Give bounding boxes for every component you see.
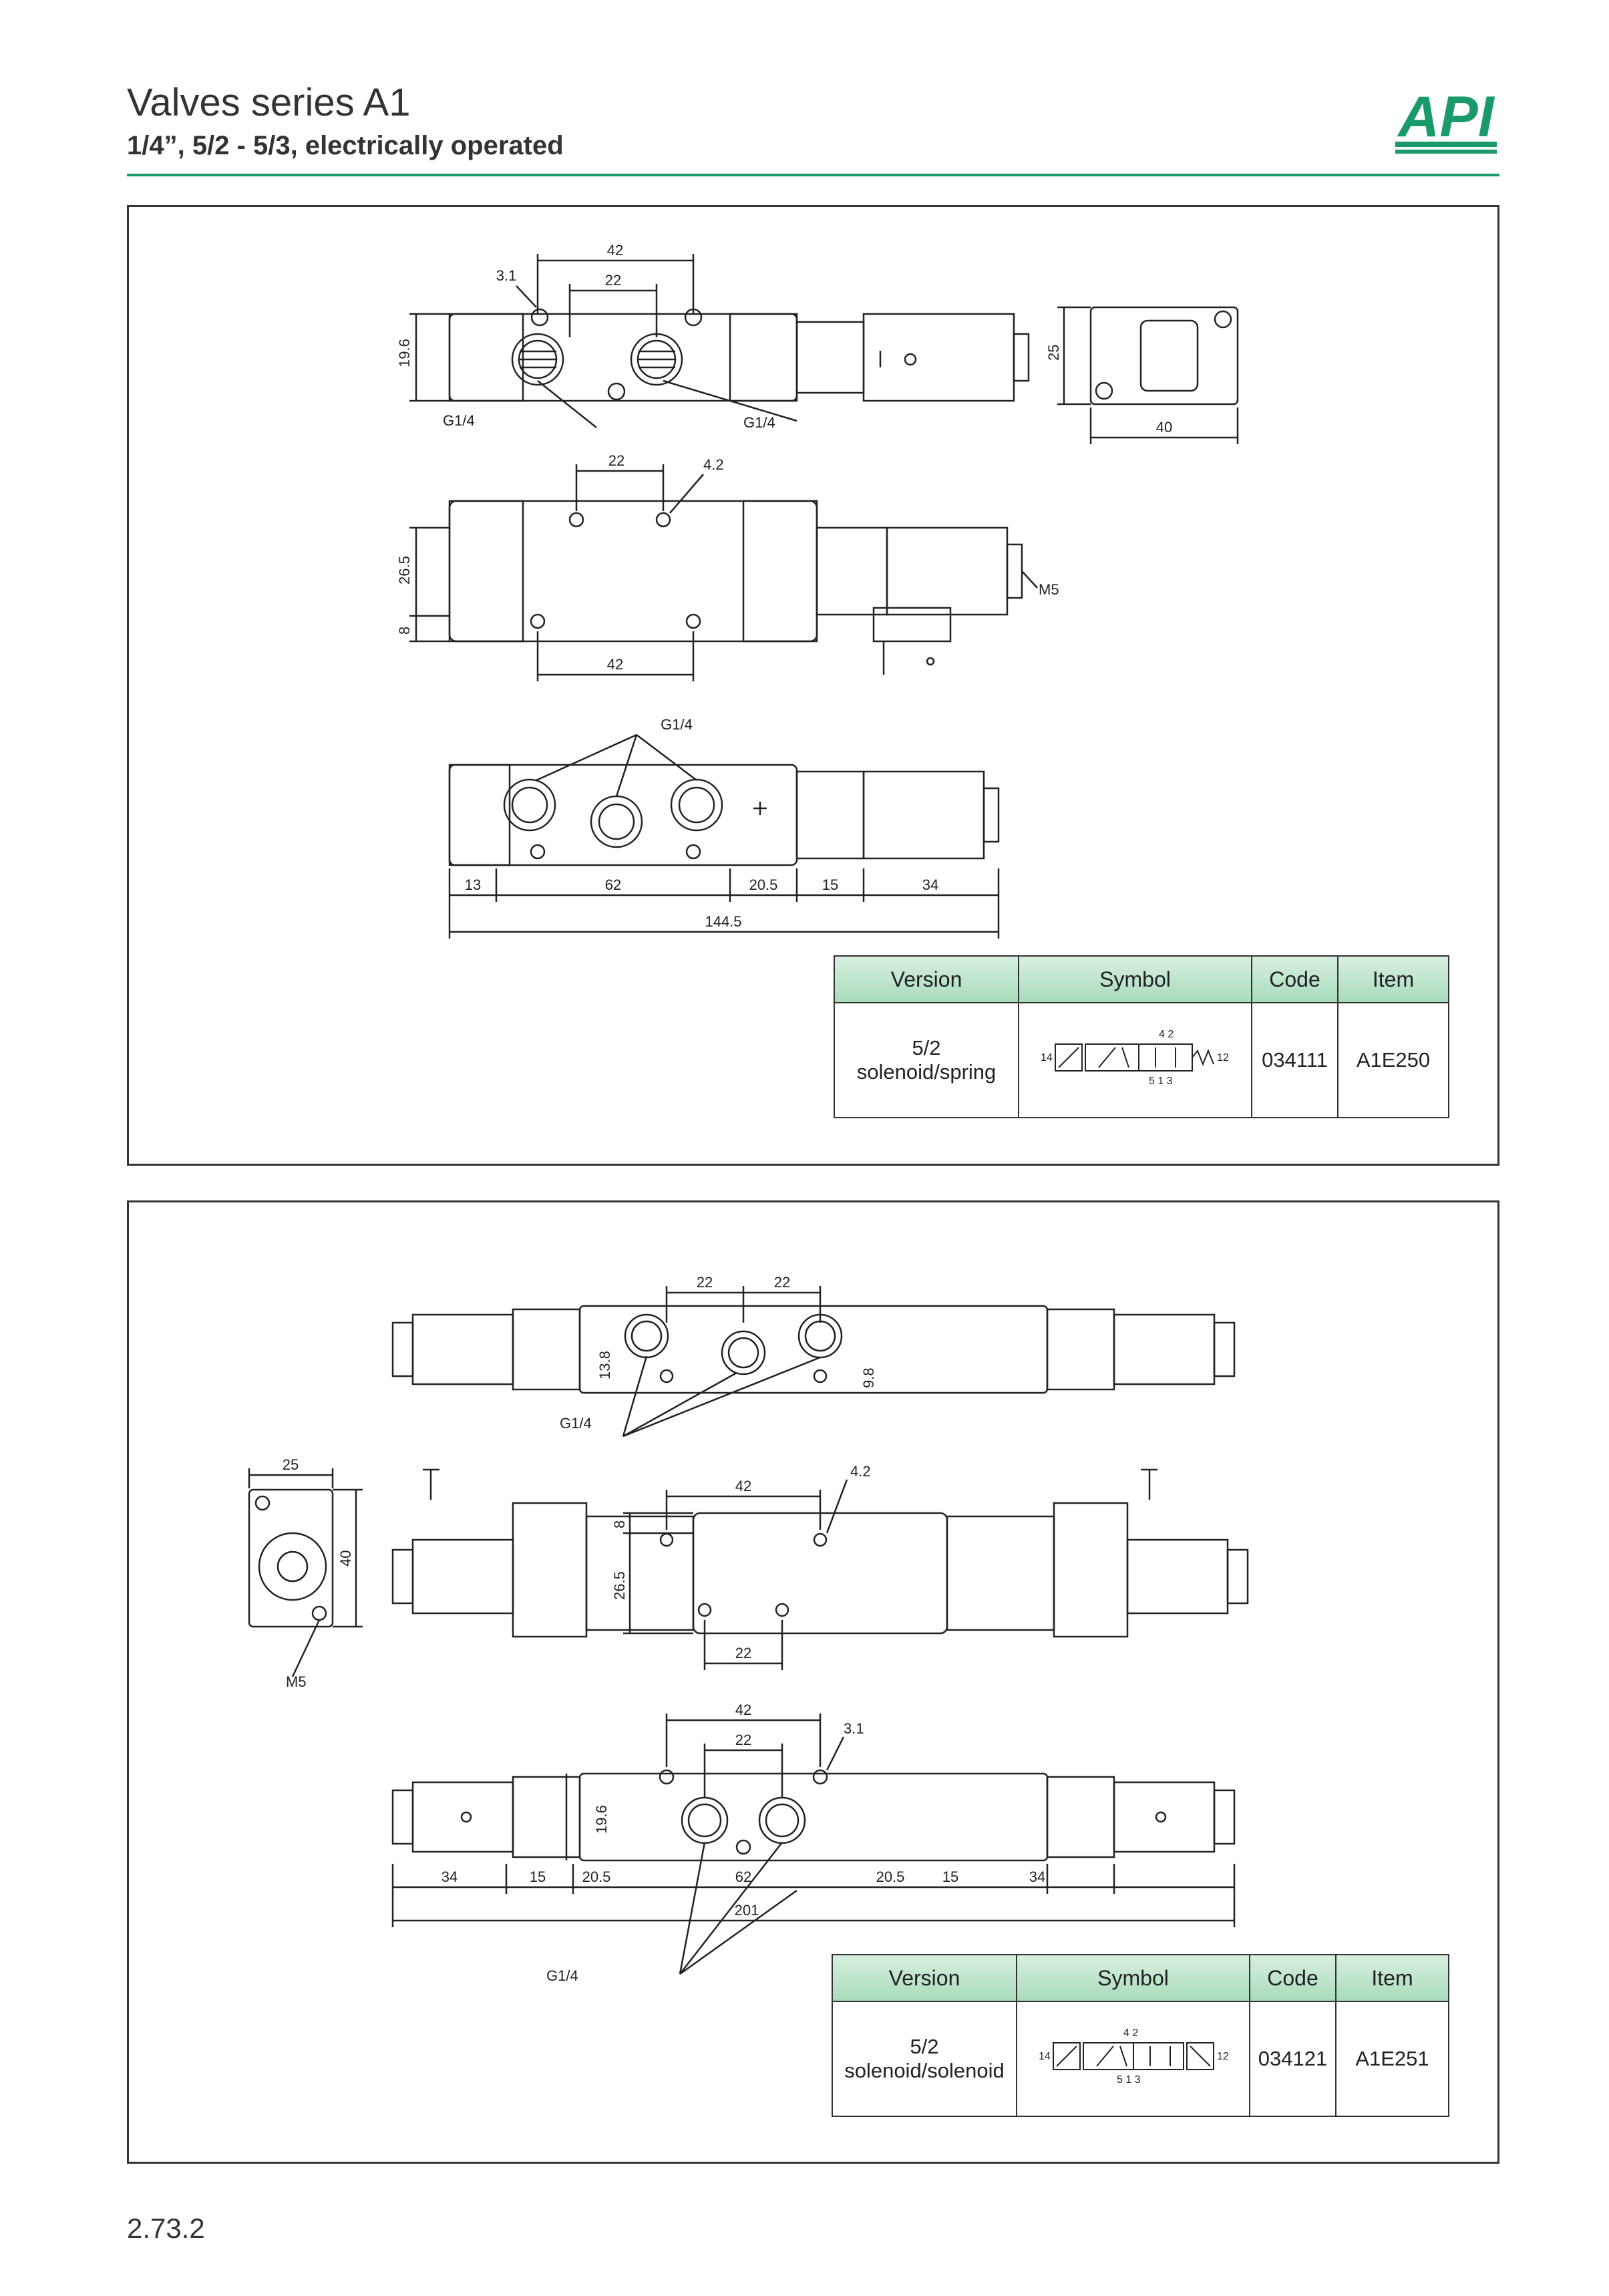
version-line2: solenoid/solenoid	[844, 2059, 1005, 2082]
dim-22-a: 22	[697, 1274, 713, 1291]
version-line2: solenoid/spring	[856, 1060, 997, 1084]
dim-62-bottom2: 62	[735, 1868, 751, 1885]
header-item: Item	[1335, 1954, 1449, 2002]
header-code: Code	[1249, 1954, 1336, 2002]
cell-code: 034121	[1249, 2001, 1336, 2117]
view-end: 40 25	[1045, 306, 1239, 444]
page-number: 2.73.2	[127, 2212, 205, 2244]
dim-42-side2: 42	[735, 1478, 751, 1494]
view-side: 22 4.2 26.5 8 42 M5	[396, 452, 1059, 681]
dim-9-8: 9.8	[860, 1367, 877, 1388]
panel-single-solenoid: 42 22 3.1 19.6 G1/4 G1/4 40 25	[127, 205, 1499, 1166]
dim-26-5: 26.5	[396, 556, 413, 585]
cell-item: A1E250	[1337, 1002, 1449, 1118]
dim-3-1-bottom2: 3.1	[844, 1720, 864, 1737]
header-divider	[127, 174, 1499, 176]
dim-13: 13	[465, 876, 481, 893]
view-top-2: 22 22 13.8 9.8 G1/4	[391, 1274, 1236, 1438]
valve-symbol-solenoid-spring: 14 12 4 2 5 1 3	[1041, 1029, 1229, 1087]
header-version: Version	[832, 1954, 1017, 2002]
drawing-double-solenoid: 22 22 13.8 9.8 G1/4 25 40 M5	[248, 1274, 1249, 1984]
view-end-2: 25 40 M5	[248, 1456, 363, 1690]
dim-20-5-b: 20.5	[876, 1868, 905, 1885]
dim-40-end2: 40	[337, 1550, 354, 1567]
logo-text: API	[1397, 85, 1495, 149]
version-line1: 5/2	[910, 2035, 939, 2058]
symbol-ports-42: 4 2	[1123, 2027, 1138, 2039]
view-bottom: G1/4 13 62 20.5 15 34 144.5	[448, 716, 1000, 939]
label-g14-right: G1/4	[743, 414, 775, 431]
dim-26-5-side2: 26.5	[611, 1571, 628, 1600]
dim-22-side2: 22	[735, 1645, 751, 1661]
symbol-ports-513: 5 1 3	[1149, 1076, 1173, 1087]
dim-4-2: 4.2	[703, 456, 724, 473]
dim-42-side: 42	[607, 656, 623, 673]
label-g14-bottom2: G1/4	[546, 1967, 578, 1984]
dim-8-side2: 8	[611, 1520, 628, 1528]
api-logo: API	[1395, 85, 1497, 154]
dim-62: 62	[605, 876, 621, 893]
symbol-ports-513: 5 1 3	[1117, 2074, 1141, 2086]
symbol-port-12: 12	[1217, 1052, 1229, 1063]
dim-13-8: 13.8	[596, 1351, 613, 1379]
spec-table-2: Version Symbol Code Item 5/2 solenoid/so…	[832, 1954, 1449, 2117]
dim-19-6-bottom2: 19.6	[593, 1805, 610, 1834]
header-version: Version	[834, 955, 1019, 1003]
dim-19-6: 19.6	[396, 339, 413, 367]
dim-15: 15	[822, 876, 838, 893]
dim-15-b: 15	[942, 1868, 958, 1885]
dim-25-end2: 25	[283, 1456, 299, 1473]
dim-34-a: 34	[441, 1868, 458, 1885]
dim-34-b: 34	[1029, 1868, 1045, 1885]
dim-34: 34	[922, 876, 938, 893]
label-g14-bottom: G1/4	[661, 716, 693, 733]
version-line1: 5/2	[912, 1036, 941, 1059]
dim-15-a: 15	[530, 1868, 546, 1885]
cell-version: 5/2 solenoid/spring	[834, 1002, 1019, 1118]
cell-code: 034111	[1251, 1002, 1338, 1118]
label-m5-end2: M5	[286, 1673, 307, 1690]
cell-symbol: 14 12 4 2 5 1 3	[1018, 1002, 1252, 1118]
page-subtitle: 1/4”, 5/2 - 5/3, electrically operated	[127, 131, 564, 160]
dim-20-5: 20.5	[749, 876, 778, 893]
header-symbol: Symbol	[1016, 1954, 1250, 2002]
dim-25: 25	[1045, 345, 1062, 361]
dim-22-b: 22	[774, 1274, 790, 1291]
dim-22: 22	[605, 272, 621, 289]
dim-3-1: 3.1	[496, 267, 517, 284]
drawing-single-solenoid: 42 22 3.1 19.6 G1/4 G1/4 40 25	[396, 242, 1239, 939]
cell-item: A1E251	[1335, 2001, 1449, 2117]
label-g14-top2: G1/4	[560, 1415, 592, 1432]
cell-symbol: 14 12 4 2 5 1 3	[1016, 2001, 1250, 2117]
symbol-port-14: 14	[1039, 2051, 1051, 2062]
dim-42-bottom2: 42	[735, 1701, 751, 1718]
dim-4-2-side2: 4.2	[850, 1463, 871, 1480]
dim-8: 8	[396, 627, 413, 635]
valve-symbol-solenoid-solenoid: 14 12 4 2 5 1 3	[1039, 2027, 1229, 2086]
dim-42: 42	[607, 242, 623, 259]
spec-table-1: Version Symbol Code Item 5/2 solenoid/sp…	[834, 955, 1449, 1118]
dim-40: 40	[1156, 419, 1172, 436]
label-g14-left: G1/4	[443, 412, 475, 429]
page-title: Valves series A1	[127, 81, 411, 124]
header-code: Code	[1251, 955, 1338, 1003]
dim-201: 201	[735, 1902, 759, 1919]
view-side-2: 42 4.2 8 26.5 22	[391, 1463, 1249, 1670]
header-symbol: Symbol	[1018, 955, 1252, 1003]
label-m5: M5	[1039, 581, 1059, 598]
view-bottom-2: 42 22 3.1 19.6 34 15 20.5 62 20.5 15 34 …	[391, 1701, 1236, 1984]
header-item: Item	[1337, 955, 1449, 1003]
symbol-port-12: 12	[1217, 2051, 1229, 2062]
dim-144-5: 144.5	[705, 913, 741, 930]
symbol-ports-42: 4 2	[1159, 1029, 1174, 1040]
view-top: 42 22 3.1 19.6 G1/4 G1/4	[396, 242, 1030, 431]
panel-double-solenoid: 22 22 13.8 9.8 G1/4 25 40 M5	[127, 1200, 1499, 2164]
dim-22-side: 22	[608, 452, 624, 469]
dim-20-5-a: 20.5	[582, 1868, 611, 1885]
symbol-port-14: 14	[1041, 1052, 1053, 1063]
dim-22-bottom2: 22	[735, 1732, 751, 1748]
cell-version: 5/2 solenoid/solenoid	[832, 2001, 1017, 2117]
